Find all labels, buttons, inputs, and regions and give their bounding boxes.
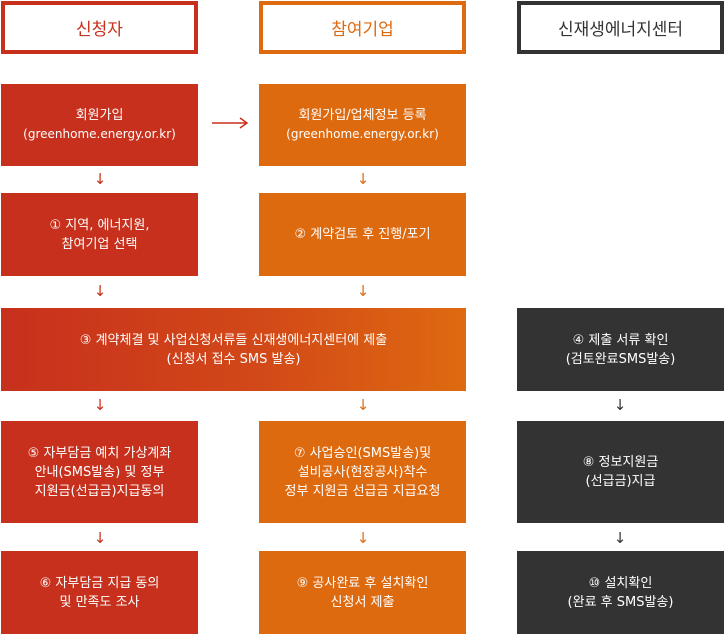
header-applicant-label: 신청자 [76, 20, 123, 40]
step-signup-company: 회원가입/업체정보 등록 (greenhome.energy.or.kr) [259, 84, 466, 166]
header-center-label: 신재생에너지센터 [557, 20, 684, 40]
step-signup-applicant: 회원가입 (greenhome.energy.or.kr) [1, 84, 198, 166]
header-company-label: 참여기업 [331, 20, 394, 40]
step-3-contract: ③ 계약체결 및 사업신청서류들 신재생에너지센터에 제출 (신청서 접수 SM… [1, 308, 466, 391]
step-5-line2: 안내(SMS발송) 및 정부 [34, 464, 165, 480]
step-4-line1: ④ 제출 서류 확인 [572, 332, 669, 348]
step-9-completion: ⑨ 공사완료 후 설치확인 신청서 제출 [259, 551, 466, 634]
step-10-line1: ⑩ 설치확인 [588, 575, 653, 591]
right-arrow-icon [212, 117, 249, 129]
step-8-line2: (선급금)지급 [585, 474, 656, 489]
down-arrow-icon: ↓ [93, 170, 107, 188]
step-5-line3: 지원금(선급금)지급동의 [34, 483, 165, 499]
header-applicant: 신청자 [1, 1, 198, 54]
step-9-line2: 신청서 제출 [330, 594, 395, 610]
step-5-line1: ⑤ 자부담금 예치 가상계좌 [27, 445, 172, 461]
down-arrow-icon: ↓ [356, 282, 370, 300]
step-signup-company-line1: 회원가입/업체정보 등록 [298, 108, 427, 123]
down-arrow-icon: ↓ [356, 170, 370, 188]
down-arrow-icon: ↓ [356, 396, 370, 414]
step-8-line1: ⑧ 정보지원금 [582, 455, 659, 470]
step-1-line2: 참여기업 선택 [61, 236, 138, 252]
step-6-survey: ⑥ 자부담금 지급 동의 및 만족도 조사 [1, 551, 198, 634]
step-3-line2: (신청서 접수 SMS 발송) [166, 351, 301, 367]
step-7-line2: 설비공사(현장공사)착수 [297, 464, 428, 480]
step-signup-company-line2: (greenhome.energy.or.kr) [286, 127, 439, 141]
step-signup-applicant-line2: (greenhome.energy.or.kr) [23, 127, 176, 141]
step-7-approval: ⑦ 사업승인(SMS발송)및 설비공사(현장공사)착수 정부 지원금 선급금 지… [259, 421, 466, 523]
step-1-line1: ① 지역, 에너지원, [49, 217, 150, 233]
step-3-line1: ③ 계약체결 및 사업신청서류들 신재생에너지센터에 제출 [79, 332, 388, 348]
down-arrow-icon: ↓ [93, 396, 107, 414]
step-10-line2: (완료 후 SMS발송) [567, 594, 674, 610]
down-arrow-icon: ↓ [93, 529, 107, 547]
step-7-line1: ⑦ 사업승인(SMS발송)및 [293, 445, 432, 461]
header-center: 신재생에너지센터 [517, 1, 724, 54]
step-1-select: ① 지역, 에너지원, 참여기업 선택 [1, 193, 198, 276]
step-5-deposit: ⑤ 자부담금 예치 가상계좌 안내(SMS발송) 및 정부 지원금(선급금)지급… [1, 421, 198, 523]
down-arrow-icon: ↓ [93, 282, 107, 300]
down-arrow-icon: ↓ [356, 529, 370, 547]
step-8-payment: ⑧ 정보지원금 (선급금)지급 [517, 421, 724, 523]
step-6-line1: ⑥ 자부담금 지급 동의 [39, 575, 160, 591]
step-7-line3: 정부 지원금 선급금 지급요청 [284, 483, 441, 499]
down-arrow-icon: ↓ [613, 396, 627, 414]
step-2-review: ② 계약검토 후 진행/포기 [259, 193, 466, 276]
step-2-line1: ② 계약검토 후 진행/포기 [294, 227, 431, 242]
header-company: 참여기업 [259, 1, 466, 54]
step-4-document-check: ④ 제출 서류 확인 (검토완료SMS발송) [517, 308, 724, 391]
step-4-line2: (검토완료SMS발송) [565, 351, 676, 367]
down-arrow-icon: ↓ [613, 529, 627, 547]
step-6-line2: 및 만족도 조사 [59, 594, 140, 610]
step-9-line1: ⑨ 공사완료 후 설치확인 [296, 575, 429, 591]
step-10-installation-check: ⑩ 설치확인 (완료 후 SMS발송) [517, 551, 724, 634]
step-signup-applicant-line1: 회원가입 [75, 108, 124, 123]
